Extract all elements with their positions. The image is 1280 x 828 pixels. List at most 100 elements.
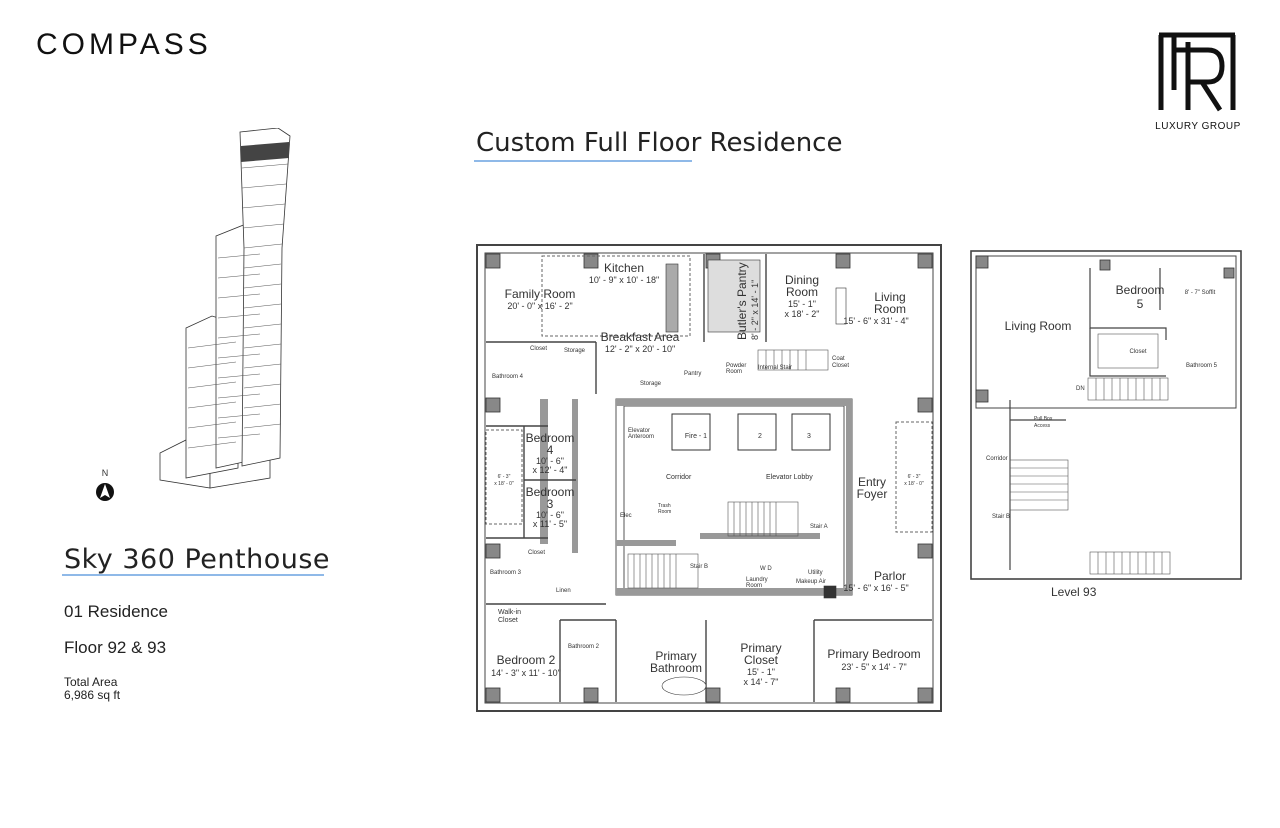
bedroom3-label-1: Bedroom [526,485,575,499]
elevator2-label: 2 [758,433,762,440]
total-area-label: Total Area [64,675,118,689]
family-room-label: Family Room [505,287,576,301]
linen-label: Linen [556,588,571,594]
elevator-lobby-label: Elevator Lobby [766,474,813,481]
bedroom5-label-1: Bedroom [1116,283,1165,297]
primary-bathroom-label-1: Primary [655,649,696,663]
elevator-anteroom-label-1: Elevator [628,428,650,434]
corridor-label: Corridor [666,474,692,481]
residence-label: 01 Residence [64,602,168,621]
level93-living-room-label: Living Room [1005,319,1072,333]
bedroom2-dim: 14' - 3" x 11' - 10" [491,668,561,678]
bedroom5-label-2: 5 [1137,297,1144,311]
compass-logo-text: COMPASS [36,28,212,61]
stair-b-label: Stair B [690,564,708,570]
elevator3-label: 3 [807,433,811,440]
title-underline [474,160,692,162]
primary-closet-dim-2: x 14' - 7" [744,677,779,687]
project-title-underline [62,574,324,576]
trash-room-label-2: Room [658,509,671,515]
powder-room-label-2: Room [726,369,742,375]
level93-corridor-label: Corridor [986,456,1008,462]
laundry-room-label-1: Laundry [746,577,768,583]
coat-closet-label-2: Closet [832,363,849,369]
family-room-dim: 20' - 0" x 16' - 2" [507,301,572,311]
pull-box-label-2: Access [1034,423,1051,429]
wd-label: W D [760,566,772,572]
terrace-left-dim-1: 6' - 3" [498,474,511,480]
stair-a-label: Stair A [810,524,828,530]
coat-closet-label-1: Coat [832,356,845,362]
parlor-label: Parlor [874,569,906,583]
fire-elevator-label: Fire - 1 [685,433,707,440]
entry-foyer-label-2: Foyer [857,487,888,501]
terrace-left-dim-2: x 18' - 0" [494,481,514,487]
closet2-label: Closet [528,550,545,556]
bedroom2-label: Bedroom 2 [497,653,556,667]
living-room-label-1: Living [874,290,905,304]
dining-room-dim-1: 15' - 1" [788,299,816,309]
parlor-dim: 15' - 6" x 16' - 5" [843,583,908,593]
dining-room-dim-2: x 18' - 2" [785,309,820,319]
entry-foyer-label-1: Entry [858,475,886,489]
closet-label: Closet [530,346,547,352]
trash-room-label-1: Trash [658,503,671,509]
bathroom3-label: Bathroom 3 [490,570,522,576]
pull-box-label-1: Pull Box [1034,416,1053,422]
level93-stair-b-label: Stair B [992,514,1010,520]
north-arrow-icon: N [96,468,114,501]
terrace-right-dim-1: 6' - 3" [908,474,921,480]
bedroom4-label-2: 4 [547,443,554,457]
floors-label: Floor 92 & 93 [64,638,167,657]
bathroom4-label: Bathroom 4 [492,374,524,380]
elec-label: Elec [620,513,632,519]
tower-illustration [159,128,291,489]
page-title: Custom Full Floor Residence [476,128,843,158]
primary-bedroom-label: Primary Bedroom [827,647,920,661]
level93-closet-label: Closet [1129,349,1146,355]
butlers-pantry-dim: 8' - 2" x 14' - 1" [750,280,760,340]
dn-label: DN [1076,386,1085,392]
total-area: Total Area 6,986 sq ft [64,676,120,702]
walkin-closet-label-2: Closet [498,617,518,624]
storage2-label: Storage [640,381,662,387]
butlers-pantry-label: Butler's Pantry [735,262,749,340]
bedroom4-label-1: Bedroom [526,431,575,445]
bathroom2-label: Bathroom 2 [568,644,600,650]
penthouse-highlight [241,142,289,162]
north-label: N [102,468,109,478]
pantry-label: Pantry [684,371,701,377]
elevator-anteroom-label-2: Anteroom [628,434,654,440]
bedroom4-dim-2: x 12' - 4" [533,465,568,475]
internal-stair-label: Internal Stair [758,365,792,371]
primary-closet-dim-1: 15' - 1" [747,667,775,677]
breakfast-area-dim: 12' - 2" x 20' - 10" [605,344,675,354]
terrace-right-dim-2: x 18' - 0" [904,481,924,487]
bathroom5-label: Bathroom 5 [1186,363,1218,369]
living-room-dim: 15' - 6" x 31' - 4" [843,316,908,326]
primary-closet-label-1: Primary [740,641,781,655]
utility-label-1: Utility [808,570,823,576]
kitchen-label: Kitchen [604,261,644,275]
breakfast-area-label: Breakfast Area [601,330,680,344]
soffit-label: 8' - 7" Soffit [1185,290,1216,296]
bedroom4-dim-1: 10' - 6" [536,456,564,466]
storage-label: Storage [564,348,586,354]
bedroom3-dim-1: 10' - 6" [536,510,564,520]
floor-plan-level-93: Living Room Bedroom 5 8' - 7" Soffit Clo… [970,250,1242,580]
luxury-group-logo-icon [1158,32,1236,112]
bedroom3-dim-2: x 11' - 5" [533,519,567,529]
dining-room-label-1: Dining [785,273,819,287]
total-area-value: 6,986 sq ft [64,688,121,702]
project-title: Sky 360 Penthouse [64,544,331,575]
walkin-closet-label-1: Walk-in [498,609,521,616]
primary-bedroom-dim: 23' - 5" x 14' - 7" [841,662,906,672]
luxury-group-label: LUXURY GROUP [1155,121,1241,132]
primary-closet-label-2: Closet [744,653,779,667]
living-room-label-2: Room [874,302,906,316]
floor-plan-level-92: Kitchen 10' - 9" x 10' - 18" Family Room… [476,244,942,712]
powder-room-label-1: Powder [726,363,746,369]
dining-room-label-2: Room [786,285,818,299]
level93-caption: Level 93 [1051,585,1097,599]
kitchen-dim: 10' - 9" x 10' - 18" [589,275,659,285]
